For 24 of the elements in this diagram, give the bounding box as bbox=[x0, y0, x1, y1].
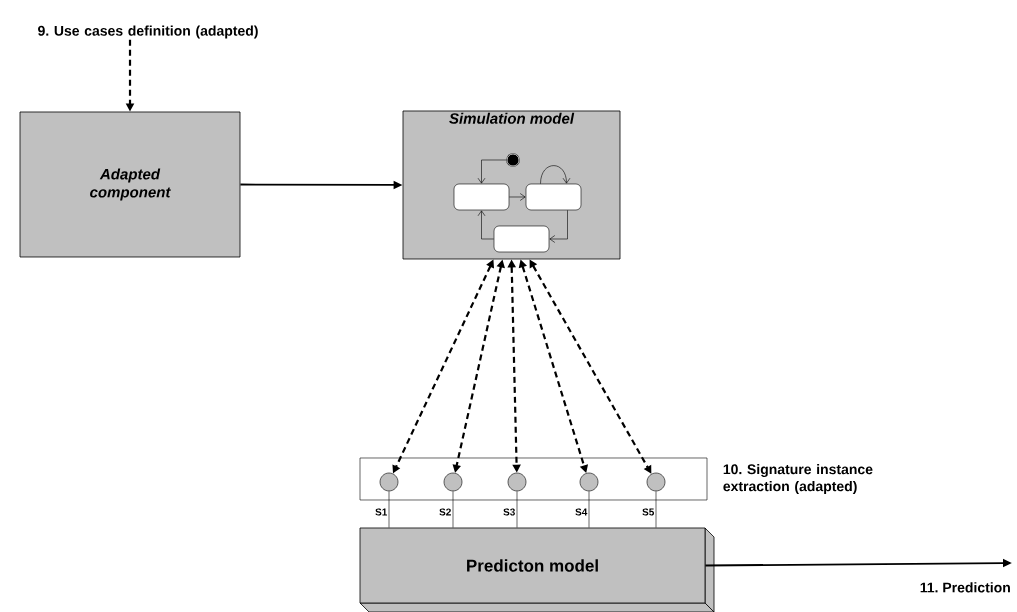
state-box bbox=[525, 183, 582, 211]
signal-label: S4 bbox=[575, 508, 588, 516]
initial-state-dot bbox=[506, 153, 520, 167]
arrow bbox=[540, 165, 571, 184]
arrow bbox=[477, 159, 508, 184]
component-box: Adapted component bbox=[19, 111, 241, 258]
signal-label: S2 bbox=[439, 508, 451, 516]
signature-circle bbox=[507, 472, 527, 492]
signal-label: S1 bbox=[375, 508, 388, 516]
signature-circle bbox=[579, 472, 599, 492]
signature-circle bbox=[646, 472, 666, 492]
state-box bbox=[493, 225, 550, 253]
arrow bbox=[477, 210, 494, 240]
state-box bbox=[453, 183, 510, 211]
arrow bbox=[549, 210, 568, 243]
prediction-block: Predicton model bbox=[359, 527, 715, 612]
step-label: 10. Signature instance extraction (adapted) bbox=[723, 463, 873, 494]
signal-label: S3 bbox=[503, 508, 515, 516]
step-label: 9. Use cases definition (adapted) bbox=[38, 25, 258, 39]
arrow bbox=[509, 193, 526, 201]
edge-label: 11. Prediction bbox=[920, 582, 1010, 593]
signature-circle bbox=[379, 472, 399, 492]
signal-label: S5 bbox=[642, 508, 655, 516]
signature-circle bbox=[443, 472, 463, 492]
